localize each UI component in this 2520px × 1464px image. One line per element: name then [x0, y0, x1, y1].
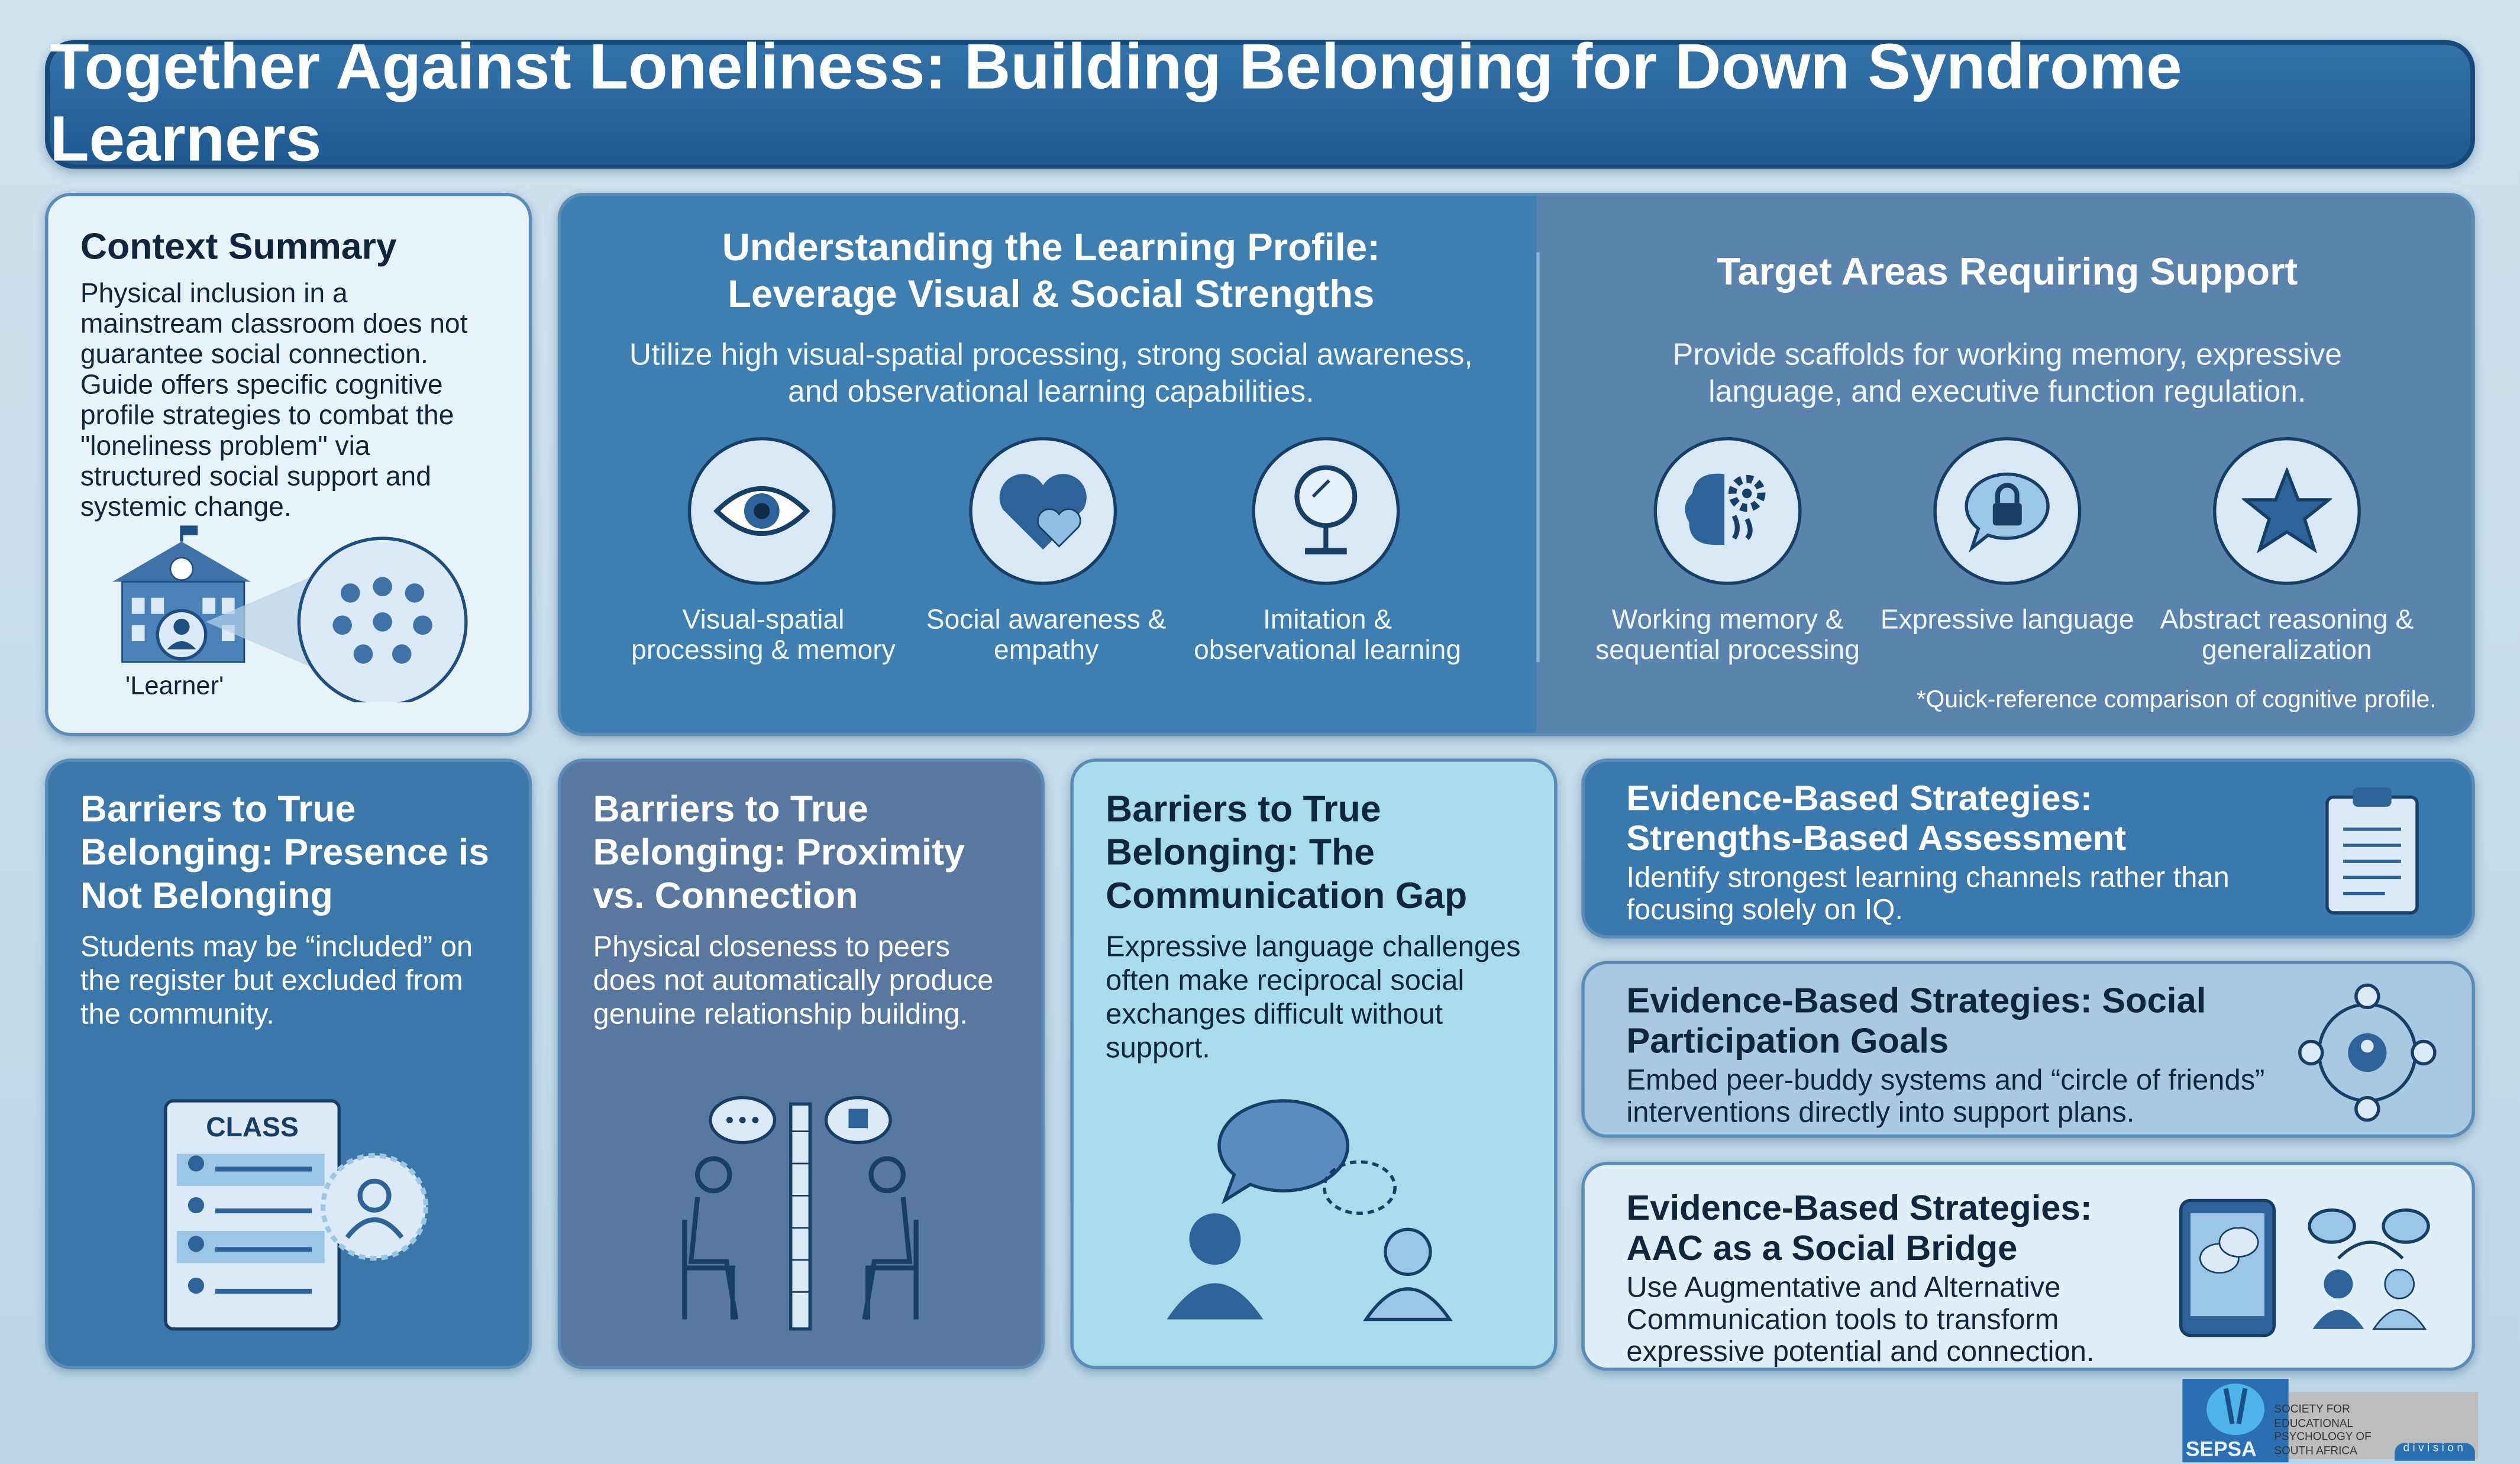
logo-name: SOCIETY FOR EDUCATIONAL PSYCHOLOGY OF SO… — [2274, 1404, 2372, 1457]
barrier-card-proximity: Barriers to True Belonging: Proximity vs… — [557, 758, 1045, 1369]
barrier-body: Students may be “included” on the regist… — [80, 930, 473, 1030]
barrier-heading: Barriers to True Belonging: Proximity vs… — [593, 787, 965, 916]
target-item-label: Expressive language — [1880, 604, 2134, 635]
strategy-heading: Evidence-Based Strategies: AAC as a Soci… — [1626, 1187, 2092, 1268]
learner-label: 'Learner' — [125, 673, 224, 701]
profile-item-label: Social awareness & empathy — [926, 604, 1167, 665]
profile-item-label: Imitation & observational learning — [1194, 604, 1462, 665]
brain-gear-icon — [1653, 437, 1802, 585]
barrier-heading: Barriers to True Belonging: The Communic… — [1106, 787, 1468, 916]
logo-division: division — [2395, 1443, 2475, 1461]
seated-peers-wall-icon — [682, 1095, 919, 1331]
context-body: Physical inclusion in a mainstream class… — [80, 278, 468, 522]
targets-subtitle: Provide scaffolds for working memory, ex… — [1672, 339, 2342, 410]
barrier-card-presence: Barriers to True Belonging: Presence is … — [45, 758, 532, 1369]
heart-icon — [969, 437, 1117, 585]
strategy-body: Use Augmentative and Alternative Communi… — [1626, 1271, 2095, 1368]
barrier-card-communication: Barriers to True Belonging: The Communic… — [1070, 758, 1558, 1369]
strategy-heading: Evidence-Based Strategies: Strengths-Bas… — [1626, 777, 2127, 858]
target-item-label: Working memory & sequential processing — [1595, 604, 1860, 665]
targets-heading: Target Areas Requiring Support — [1717, 250, 2298, 295]
star-icon — [2213, 437, 2361, 585]
sepsa-logo: SEPSA SOCIETY FOR EDUCATIONAL PSYCHOLOGY… — [2182, 1379, 2480, 1463]
profile-item-label: Visual-spatial processing & memory — [631, 604, 896, 665]
strategy-card-assessment: Evidence-Based Strategies: Strengths-Bas… — [1581, 758, 2475, 939]
profile-subtitle: Utilize high visual-spatial processing, … — [629, 339, 1473, 410]
communication-gap-icon — [1167, 1099, 1453, 1321]
speech-lock-icon — [1933, 437, 2082, 585]
footnote: *Quick-reference comparison of cognitive… — [1916, 686, 2437, 714]
mirror-icon — [1252, 437, 1400, 585]
strategy-card-participation: Evidence-Based Strategies: Social Partic… — [1581, 961, 2475, 1138]
barrier-body: Physical closeness to peers does not aut… — [593, 930, 994, 1030]
strategy-heading: Evidence-Based Strategies: Social Partic… — [1626, 980, 2206, 1061]
excluded-person-icon — [321, 1153, 429, 1261]
context-summary-card: Context Summary Physical inclusion in a … — [45, 193, 532, 736]
logo-acronym: SEPSA — [2185, 1436, 2257, 1461]
context-heading: Context Summary — [80, 225, 397, 267]
panel-divider — [1536, 252, 1540, 662]
learning-profile-panel: Understanding the Learning Profile: Leve… — [557, 193, 2475, 736]
target-item-label: Abstract reasoning & generalization — [2160, 604, 2414, 665]
strategy-body: Identify strongest learning channels rat… — [1626, 861, 2230, 926]
strategy-card-aac: Evidence-Based Strategies: AAC as a Soci… — [1581, 1162, 2475, 1371]
barrier-heading: Barriers to True Belonging: Presence is … — [80, 787, 489, 916]
class-register-icon: CLASS — [164, 1099, 341, 1331]
barrier-body: Expressive language challenges often mak… — [1106, 930, 1521, 1064]
eye-icon — [687, 437, 836, 585]
school-community-icon — [112, 525, 468, 703]
page-title: Together Against Loneliness: Building Be… — [45, 32, 2475, 175]
clipboard-icon — [2325, 787, 2419, 914]
tablet-chat-icon — [2179, 1198, 2430, 1337]
profile-heading: Understanding the Learning Profile: Leve… — [722, 227, 1380, 317]
strategy-body: Embed peer-buddy systems and “circle of … — [1626, 1064, 2265, 1129]
network-icon — [2298, 983, 2437, 1122]
class-label: CLASS — [206, 1112, 299, 1143]
